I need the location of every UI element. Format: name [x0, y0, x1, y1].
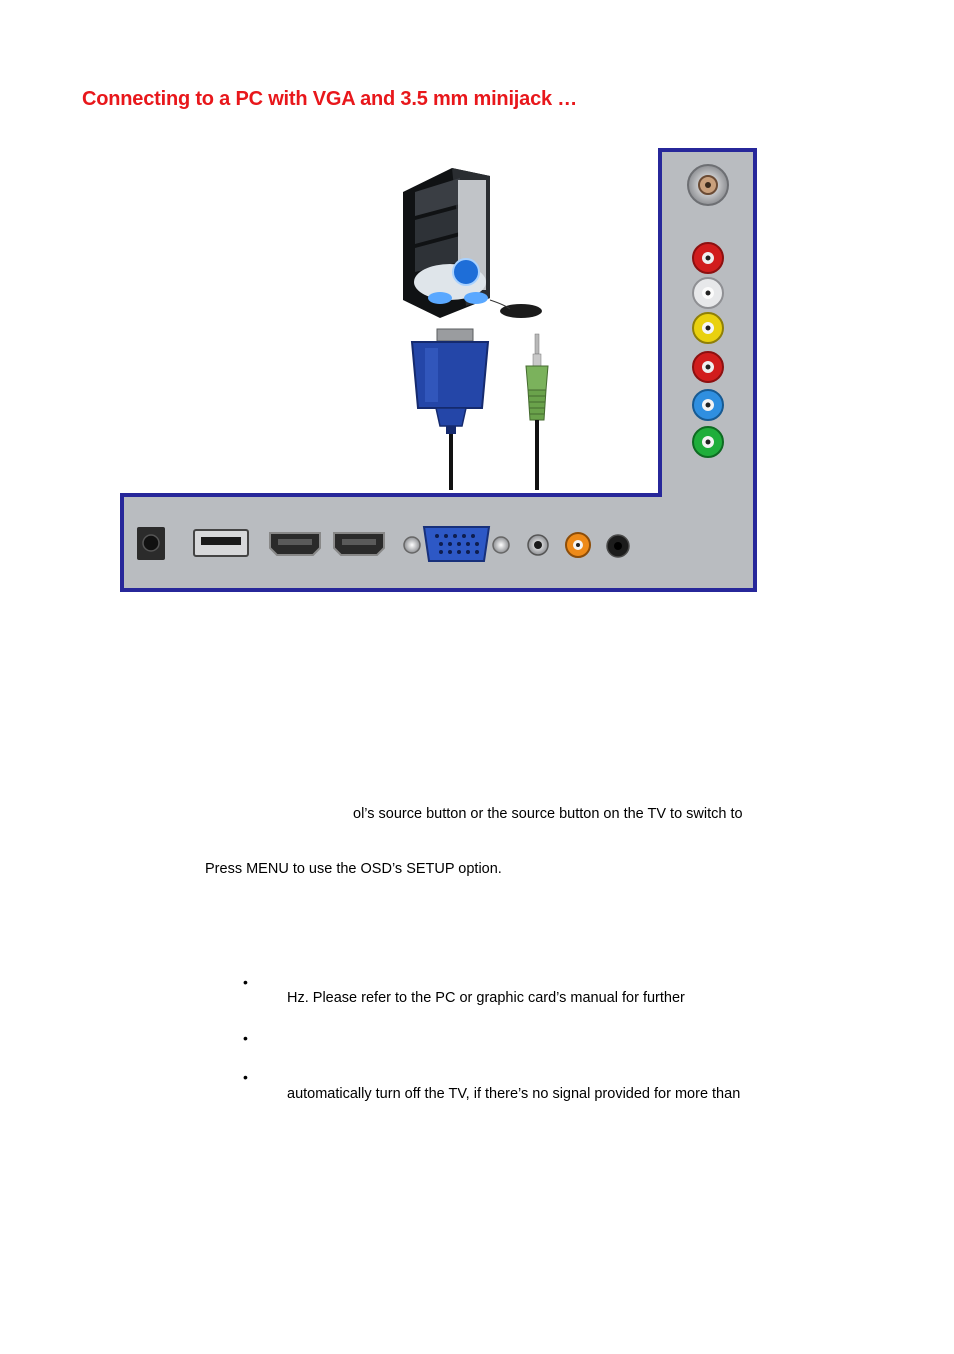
- rca-jacks-column: [692, 242, 724, 458]
- bullet-marker-2: •: [243, 1030, 248, 1046]
- dc-power-jack-icon: [137, 527, 165, 560]
- hdmi-port-1-icon: [269, 532, 321, 556]
- connection-diagram: [120, 148, 757, 592]
- desktop-pc-icon: [403, 168, 542, 318]
- hdmi-port-2-icon: [333, 532, 385, 556]
- vga-cable-icon: [410, 328, 490, 490]
- minijack-cable-icon: [525, 333, 549, 490]
- headphone-jack-icon: [606, 534, 630, 558]
- rca-red-jack-2-icon: [692, 351, 724, 383]
- rca-blue-jack-icon: [692, 389, 724, 421]
- rca-yellow-jack-icon: [692, 312, 724, 344]
- page-heading: Connecting to a PC with VGA and 3.5 mm m…: [82, 88, 578, 110]
- bullet-1-continuation: Hz. Please refer to the PC or graphic ca…: [287, 990, 685, 1006]
- rca-red-jack-icon: [692, 242, 724, 274]
- usb-port-icon: [193, 529, 249, 557]
- rca-white-jack-icon: [692, 277, 724, 309]
- bullet-marker-3: •: [243, 1069, 248, 1085]
- coax-digital-audio-jack-icon: [565, 532, 591, 558]
- source-instruction-text: ol’s source button or the source button …: [353, 806, 743, 822]
- audio-minijack-port-icon: [527, 534, 549, 556]
- bullet-3-continuation: automatically turn off the TV, if there’…: [287, 1086, 741, 1102]
- rca-green-jack-icon: [692, 426, 724, 458]
- menu-instruction-text: Press MENU to use the OSD’s SETUP option…: [205, 861, 502, 877]
- vga-port-icon: [403, 526, 510, 562]
- bullet-marker-1: •: [243, 974, 248, 990]
- coax-rf-jack-icon: [687, 164, 729, 206]
